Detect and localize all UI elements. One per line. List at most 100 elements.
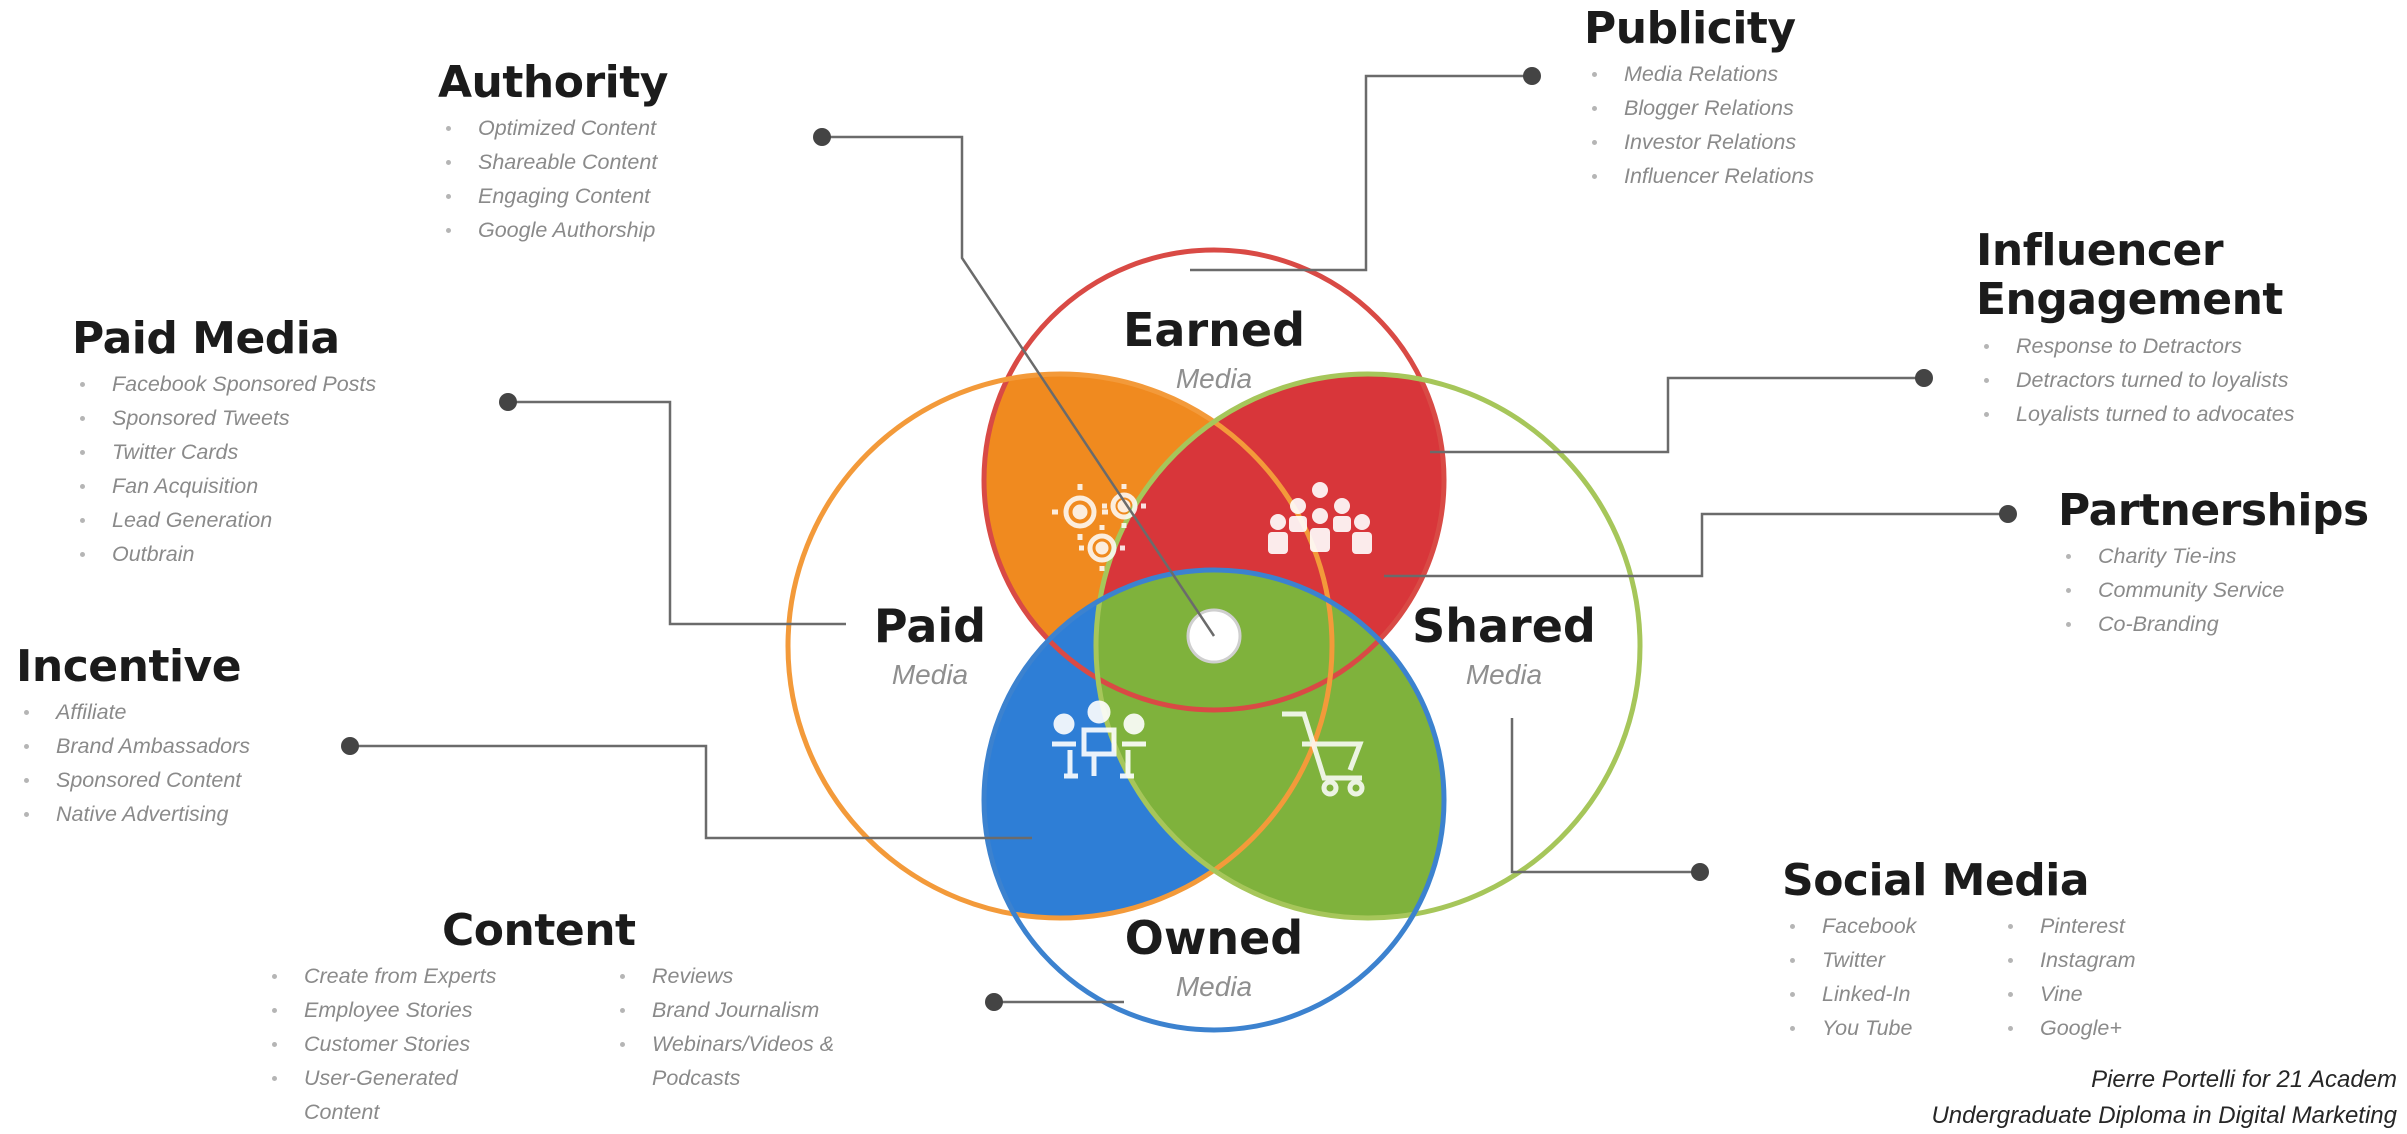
- list-item: Native Advertising: [16, 797, 250, 831]
- partnerships-title: Partnerships: [2058, 485, 2369, 536]
- list-item: User-Generated Content: [264, 1061, 504, 1129]
- partnerships-connector: [1384, 512, 2008, 578]
- partnerships-dot: [1999, 505, 2017, 523]
- author-credit: Pierre Portelli for 21 Academ Undergradu…: [1931, 1062, 2397, 1134]
- paid-subtitle: Media: [892, 659, 968, 690]
- influencer-title-line1: Influencer: [1976, 225, 2224, 276]
- list-item: Blogger Relations: [1584, 91, 1814, 125]
- influencer-title-line2: Engagement: [1976, 274, 2283, 326]
- content-block: Content Create from Experts Employee Sto…: [264, 906, 912, 1129]
- social-media-list-col1: Facebook Twitter Linked-In You Tube: [1782, 909, 1972, 1045]
- authority-block: Authority Optimized Content Shareable Co…: [438, 58, 668, 247]
- list-item: Brand Ambassadors: [16, 729, 250, 763]
- publicity-title: Publicity: [1584, 3, 1796, 54]
- credit-line1: Pierre Portelli for 21 Academ: [2091, 1066, 2397, 1093]
- publicity-list: Media Relations Blogger Relations Invest…: [1584, 57, 1814, 193]
- influencer-connector: [1430, 376, 1924, 454]
- connectors: [350, 74, 2008, 1004]
- content-list-col1: Create from Experts Employee Stories Cus…: [264, 959, 584, 1129]
- content-columns: Create from Experts Employee Stories Cus…: [264, 955, 912, 1129]
- list-item: Customer Stories: [264, 1027, 584, 1061]
- list-item: Co-Branding: [2058, 607, 2369, 641]
- group-icon: [1268, 482, 1372, 554]
- list-item: Reviews: [612, 959, 912, 993]
- list-item: Influencer Relations: [1584, 159, 1814, 193]
- publicity-connector: [1190, 74, 1532, 272]
- shared-circle: [1093, 371, 1643, 921]
- paid-media-title: Paid Media: [72, 313, 340, 364]
- authority-dot: [813, 128, 831, 146]
- list-item: Brand Journalism: [612, 993, 912, 1027]
- list-item: Vine: [2000, 977, 2190, 1011]
- social-media-title: Social Media: [1782, 855, 2090, 906]
- connector-dots: [341, 67, 2017, 1011]
- list-item: Shareable Content: [438, 145, 668, 179]
- list-item: Optimized Content: [438, 111, 668, 145]
- list-item: Twitter Cards: [72, 435, 376, 469]
- list-item: Investor Relations: [1584, 125, 1814, 159]
- list-item: Media Relations: [1584, 57, 1814, 91]
- list-item: Facebook Sponsored Posts: [72, 367, 376, 401]
- list-item: Employee Stories: [264, 993, 584, 1027]
- list-item: Fan Acquisition: [72, 469, 376, 503]
- list-item: Instagram: [2000, 943, 2190, 977]
- paid-media-list: Facebook Sponsored Posts Sponsored Tweet…: [72, 367, 376, 571]
- list-item: Loyalists turned to advocates: [1976, 397, 2294, 431]
- partnerships-block: Partnerships Charity Tie-ins Community S…: [2058, 486, 2369, 641]
- list-item: Pinterest: [2000, 909, 2190, 943]
- list-item: Community Service: [2058, 573, 2369, 607]
- paid-media-block: Paid Media Facebook Sponsored Posts Spon…: [72, 314, 376, 571]
- earned-title: Earned: [1123, 303, 1305, 357]
- cart-icon: [1282, 711, 1365, 797]
- incentive-block: Incentive Affiliate Brand Ambassadors Sp…: [16, 642, 250, 831]
- publicity-block: Publicity Media Relations Blogger Relati…: [1584, 4, 1814, 193]
- owned-subtitle: Media: [1176, 971, 1252, 1002]
- paid-circle: [785, 371, 1335, 921]
- owned-title: Owned: [1125, 911, 1303, 965]
- partnerships-list: Charity Tie-ins Community Service Co-Bra…: [2058, 539, 2369, 641]
- incentive-connector: [350, 744, 1032, 840]
- list-item: Sponsored Tweets: [72, 401, 376, 435]
- social-media-block: Social Media Facebook Twitter Linked-In …: [1782, 856, 2190, 1045]
- list-item: Facebook: [1782, 909, 1972, 943]
- social-media-list-col2: Pinterest Instagram Vine Google+: [2000, 909, 2190, 1045]
- list-item: Charity Tie-ins: [2058, 539, 2369, 573]
- list-item: Response to Detractors: [1976, 329, 2294, 363]
- social-media-columns: Facebook Twitter Linked-In You Tube Pint…: [1782, 905, 2190, 1045]
- influencer-list: Response to Detractors Detractors turned…: [1976, 329, 2294, 431]
- influencer-engagement-block: Influencer Engagement Response to Detrac…: [1976, 226, 2294, 431]
- paid-media-dot: [499, 393, 517, 411]
- list-item: Affiliate: [16, 695, 250, 729]
- list-item: Twitter: [1782, 943, 1972, 977]
- influencer-engagement-title: Influencer Engagement: [1976, 226, 2294, 325]
- publicity-dot: [1523, 67, 1541, 85]
- shared-title: Shared: [1412, 599, 1596, 653]
- credit-line2: Undergraduate Diploma in Digital Marketi…: [1931, 1102, 2397, 1129]
- incentive-title: Incentive: [16, 641, 242, 692]
- list-item: Webinars/Videos & Podcasts: [612, 1027, 892, 1095]
- content-list-col2: Reviews Brand Journalism Webinars/Videos…: [612, 959, 912, 1129]
- content-dot: [985, 993, 1003, 1011]
- social-media-connector: [1510, 718, 1700, 874]
- shared-subtitle: Media: [1466, 659, 1542, 690]
- influencer-dot: [1915, 369, 1933, 387]
- list-item: Google Authorship: [438, 213, 668, 247]
- list-item: Detractors turned to loyalists: [1976, 363, 2294, 397]
- list-item: Lead Generation: [72, 503, 376, 537]
- earned-subtitle: Media: [1176, 363, 1252, 394]
- authority-list: Optimized Content Shareable Content Enga…: [438, 111, 668, 247]
- list-item: Outbrain: [72, 537, 376, 571]
- list-item: You Tube: [1782, 1011, 1972, 1045]
- incentive-dot: [341, 737, 359, 755]
- meeting-icon: [1052, 700, 1146, 779]
- authority-connector: [822, 135, 1216, 637]
- content-title: Content: [442, 905, 636, 956]
- list-item: Google+: [2000, 1011, 2190, 1045]
- social-media-dot: [1691, 863, 1709, 881]
- paid-title: Paid: [874, 599, 986, 653]
- list-item: Engaging Content: [438, 179, 668, 213]
- list-item: Linked-In: [1782, 977, 1972, 1011]
- list-item: Create from Experts: [264, 959, 584, 993]
- list-item: Sponsored Content: [16, 763, 250, 797]
